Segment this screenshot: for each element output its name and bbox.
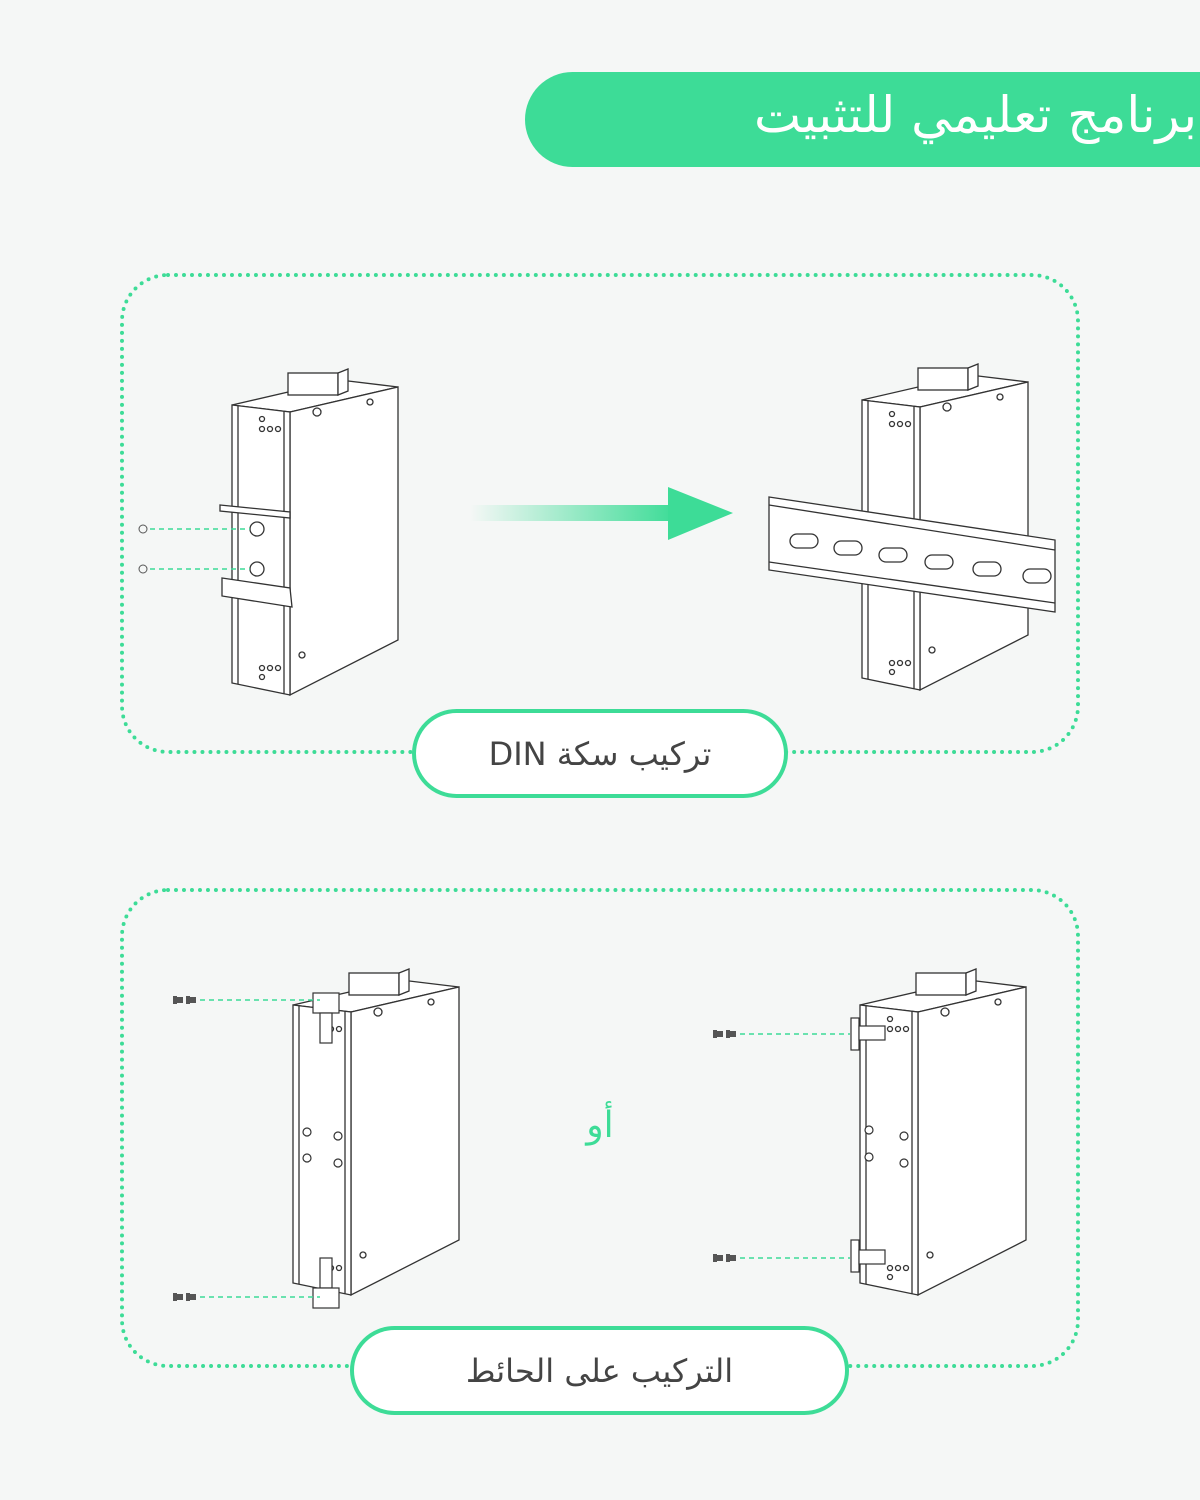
or-separator: أو (586, 1105, 614, 1146)
screw-icon (173, 1293, 196, 1301)
device-wall-mount-vertical (173, 968, 460, 1309)
wall-mount-label-text: التركيب على الحائط (465, 1351, 734, 1390)
device-wall-mount-horizontal (713, 968, 1027, 1296)
screw-icon (713, 1030, 736, 1038)
arrow-icon (470, 487, 733, 540)
device-on-din-rail (768, 363, 1056, 691)
din-rail-label: تركيب سكة DIN (412, 709, 788, 798)
device-with-din-clip (138, 368, 399, 696)
page-title: برنامج تعليمي للتثبيت (754, 86, 1197, 144)
screw-icon (713, 1254, 736, 1262)
din-rail-label-text: تركيب سكة DIN (488, 734, 712, 773)
title-banner: برنامج تعليمي للتثبيت (525, 72, 1200, 167)
screw-icon (173, 996, 196, 1004)
wall-mount-label: التركيب على الحائط (350, 1326, 849, 1415)
